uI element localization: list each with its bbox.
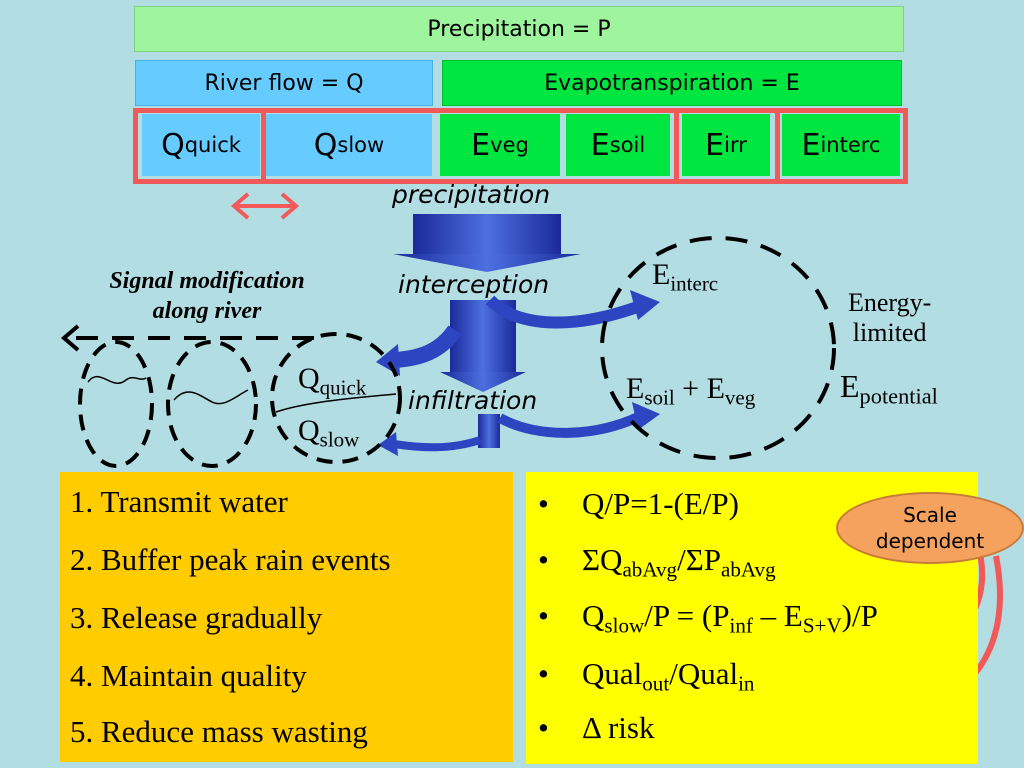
interception-to-qquick-arrow	[395, 325, 462, 368]
q-quick-river-label: Qquick	[298, 362, 367, 400]
function-item-5: 5. Reduce mass wasting	[70, 714, 368, 749]
main-red-frame	[261, 108, 908, 184]
interception-to-einterc-arrow	[485, 295, 643, 329]
left-arrow-icon	[60, 324, 80, 352]
river-line-1	[87, 375, 147, 384]
e-interc-label: Einterc	[652, 258, 719, 296]
indicator-item-5: •Δ risk	[538, 710, 655, 745]
river-flow-label: River flow = Q	[204, 70, 364, 96]
indicator-item-1: •Q/P=1-(E/P)	[538, 486, 739, 521]
functions-panel: 1. Transmit water 2. Buffer peak rain ev…	[60, 472, 513, 762]
evapotranspiration-bar: Evapotranspiration = E	[442, 60, 902, 106]
river-reach-circle-3	[270, 332, 402, 464]
precipitation-text: precipitation	[392, 180, 551, 209]
infiltration-to-esoil-arrow	[497, 411, 643, 438]
function-item-3: 3. Release gradually	[70, 600, 323, 635]
evapotranspiration-label: Evapotranspiration = E	[544, 70, 800, 96]
infiltration-to-qslow-arrow	[393, 436, 482, 452]
double-arrow-icon	[230, 192, 300, 220]
e-potential-label: Epotential	[840, 368, 938, 409]
q-slow-river-label: Qslow	[298, 414, 360, 452]
scale-dependent-oval: Scale dependent	[836, 492, 1024, 564]
river-reach-circle-2	[166, 340, 258, 468]
signal-modification-label: Signal modification along river	[109, 268, 305, 324]
indicator-item-4: •Qualout/Qualin	[538, 656, 755, 696]
energy-limited-label: Energy- limited	[848, 288, 932, 347]
indicator-item-3: •Qslow/P = (Pinf – ES+V)/P	[538, 598, 878, 638]
infiltration-arrow-icon	[440, 372, 526, 392]
river-line-2	[173, 389, 249, 405]
e-irr-frame	[674, 108, 780, 184]
indicators-panel: •Q/P=1-(E/P) •ΣQabAvg/ΣPabAvg •Qslow/P =…	[526, 472, 978, 764]
function-item-4: 4. Maintain quality	[70, 658, 307, 693]
river-line-3	[275, 393, 397, 413]
indicator-item-2: •ΣQabAvg/ΣPabAvg	[538, 542, 776, 582]
precipitation-arrow-icon	[393, 214, 581, 272]
function-item-1: 1. Transmit water	[70, 484, 288, 519]
energy-dashed-circle	[600, 236, 836, 460]
river-reach-circle-1	[78, 340, 154, 468]
precipitation-bar: Precipitation = P	[134, 6, 904, 52]
infiltration-text: infiltration	[408, 386, 538, 415]
river-flow-bar: River flow = Q	[135, 60, 433, 106]
function-item-2: 2. Buffer peak rain events	[70, 542, 391, 577]
precipitation-label: Precipitation = P	[427, 16, 611, 42]
interception-text: interception	[398, 270, 550, 299]
e-soil-veg-label: Esoil + Eveg	[626, 372, 756, 410]
